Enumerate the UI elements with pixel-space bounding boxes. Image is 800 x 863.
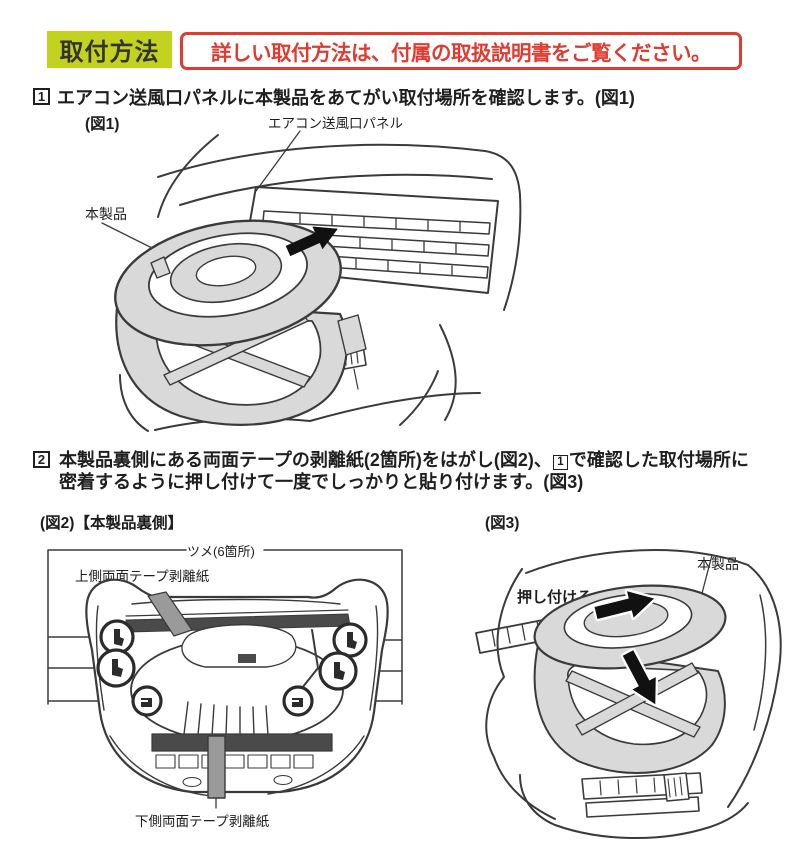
figure1-caption: (図1) [85, 116, 120, 133]
section-title: 取付方法 [59, 39, 160, 66]
figure2-lower-tape-label: 下側両面テープ剥離紙 [135, 814, 270, 829]
dashboard-right-inner [753, 594, 767, 731]
notice-text: 詳しい取付方法は、付属の取扱説明書をご覧ください。 [211, 42, 712, 65]
tabs-callout-box-right [263, 549, 403, 705]
figure1-panel-label: エアコン送風口パネル [268, 116, 403, 131]
vent-fins [599, 776, 674, 796]
press-down-arrow [620, 647, 659, 707]
step-2-number: 2 [33, 451, 50, 468]
dashboard-lowerright-line [399, 324, 457, 426]
lower-release-paper [207, 735, 226, 799]
vent-louver [262, 210, 491, 235]
figure2-tabs-label: ツメ(6箇所) [187, 544, 255, 559]
vent-slat-row [585, 796, 700, 818]
dashboard-right-line [484, 150, 522, 311]
dashboard-top-line [157, 143, 486, 178]
figure3-caption: (図3) [485, 515, 520, 532]
step-1-text: エアコン送風口パネルに本製品をあてがい取付場所を確認します。(図1) [57, 88, 635, 108]
figure1-product-label: 本製品 [85, 206, 127, 222]
product-back-bottom-inner [109, 735, 365, 797]
product-hub-inner [195, 255, 257, 287]
step-1-number: 1 [33, 88, 50, 105]
tab-circles [96, 619, 368, 717]
product-brace [575, 662, 699, 736]
rib-lines [183, 701, 269, 737]
bottom-boss [273, 774, 293, 786]
dashboard-top-curve [525, 549, 749, 574]
dashboard-left-curves [485, 568, 556, 820]
notice-box: 詳しい取付方法は、付属の取扱説明書をご覧ください。 [180, 32, 742, 70]
step-1-reference: 1 [552, 454, 568, 470]
figure2-art [47, 549, 403, 809]
figure3-product-label: 本製品 [697, 556, 739, 572]
dashboard-bottom-curves [519, 774, 749, 840]
tab-glyphs [112, 629, 357, 707]
dashboard-right-curve [727, 564, 782, 808]
figure1-art [101, 130, 522, 432]
figure2-caption: (図2)【本製品裏側】 [40, 515, 183, 532]
upper-release-paper [147, 591, 193, 637]
back-latch-detail [238, 654, 256, 663]
product-back-side-inner [95, 605, 379, 711]
tabs-callout-box-left [47, 549, 187, 705]
folded-basket-back [181, 624, 297, 668]
section-title-badge: 取付方法 [47, 31, 172, 68]
step-1: 1 エアコン送風口パネルに本製品をあてがい取付場所を確認します。(図1) [33, 87, 635, 109]
press-arrow [592, 588, 657, 622]
step-2-text-line2: 密着するように押し付けて一度でしっかりと貼り付けます。(図3) [59, 472, 584, 492]
panel-knob [663, 772, 690, 802]
step-2-text-before: 本製品裏側にある両面テープの剥離紙(2箇所)をはがし(図2)、 [59, 450, 552, 470]
product-clip [337, 314, 367, 356]
bottom-boss [182, 776, 202, 788]
panel-knob-hatch [667, 776, 683, 798]
dashboard-pillar-line [157, 134, 219, 218]
insert-direction-arrow [285, 226, 338, 257]
left-vent-fins [491, 620, 541, 647]
panel-leader-line [255, 130, 301, 192]
dashboard-left-line [119, 374, 149, 432]
lower-slot-row [155, 754, 314, 769]
product-notch [150, 256, 171, 279]
figure3-art [475, 549, 782, 840]
step-2-text-line1: で確認した取付場所に [568, 450, 749, 470]
lower-tape-strip [151, 733, 333, 752]
dashboard-top-line2 [179, 173, 493, 206]
